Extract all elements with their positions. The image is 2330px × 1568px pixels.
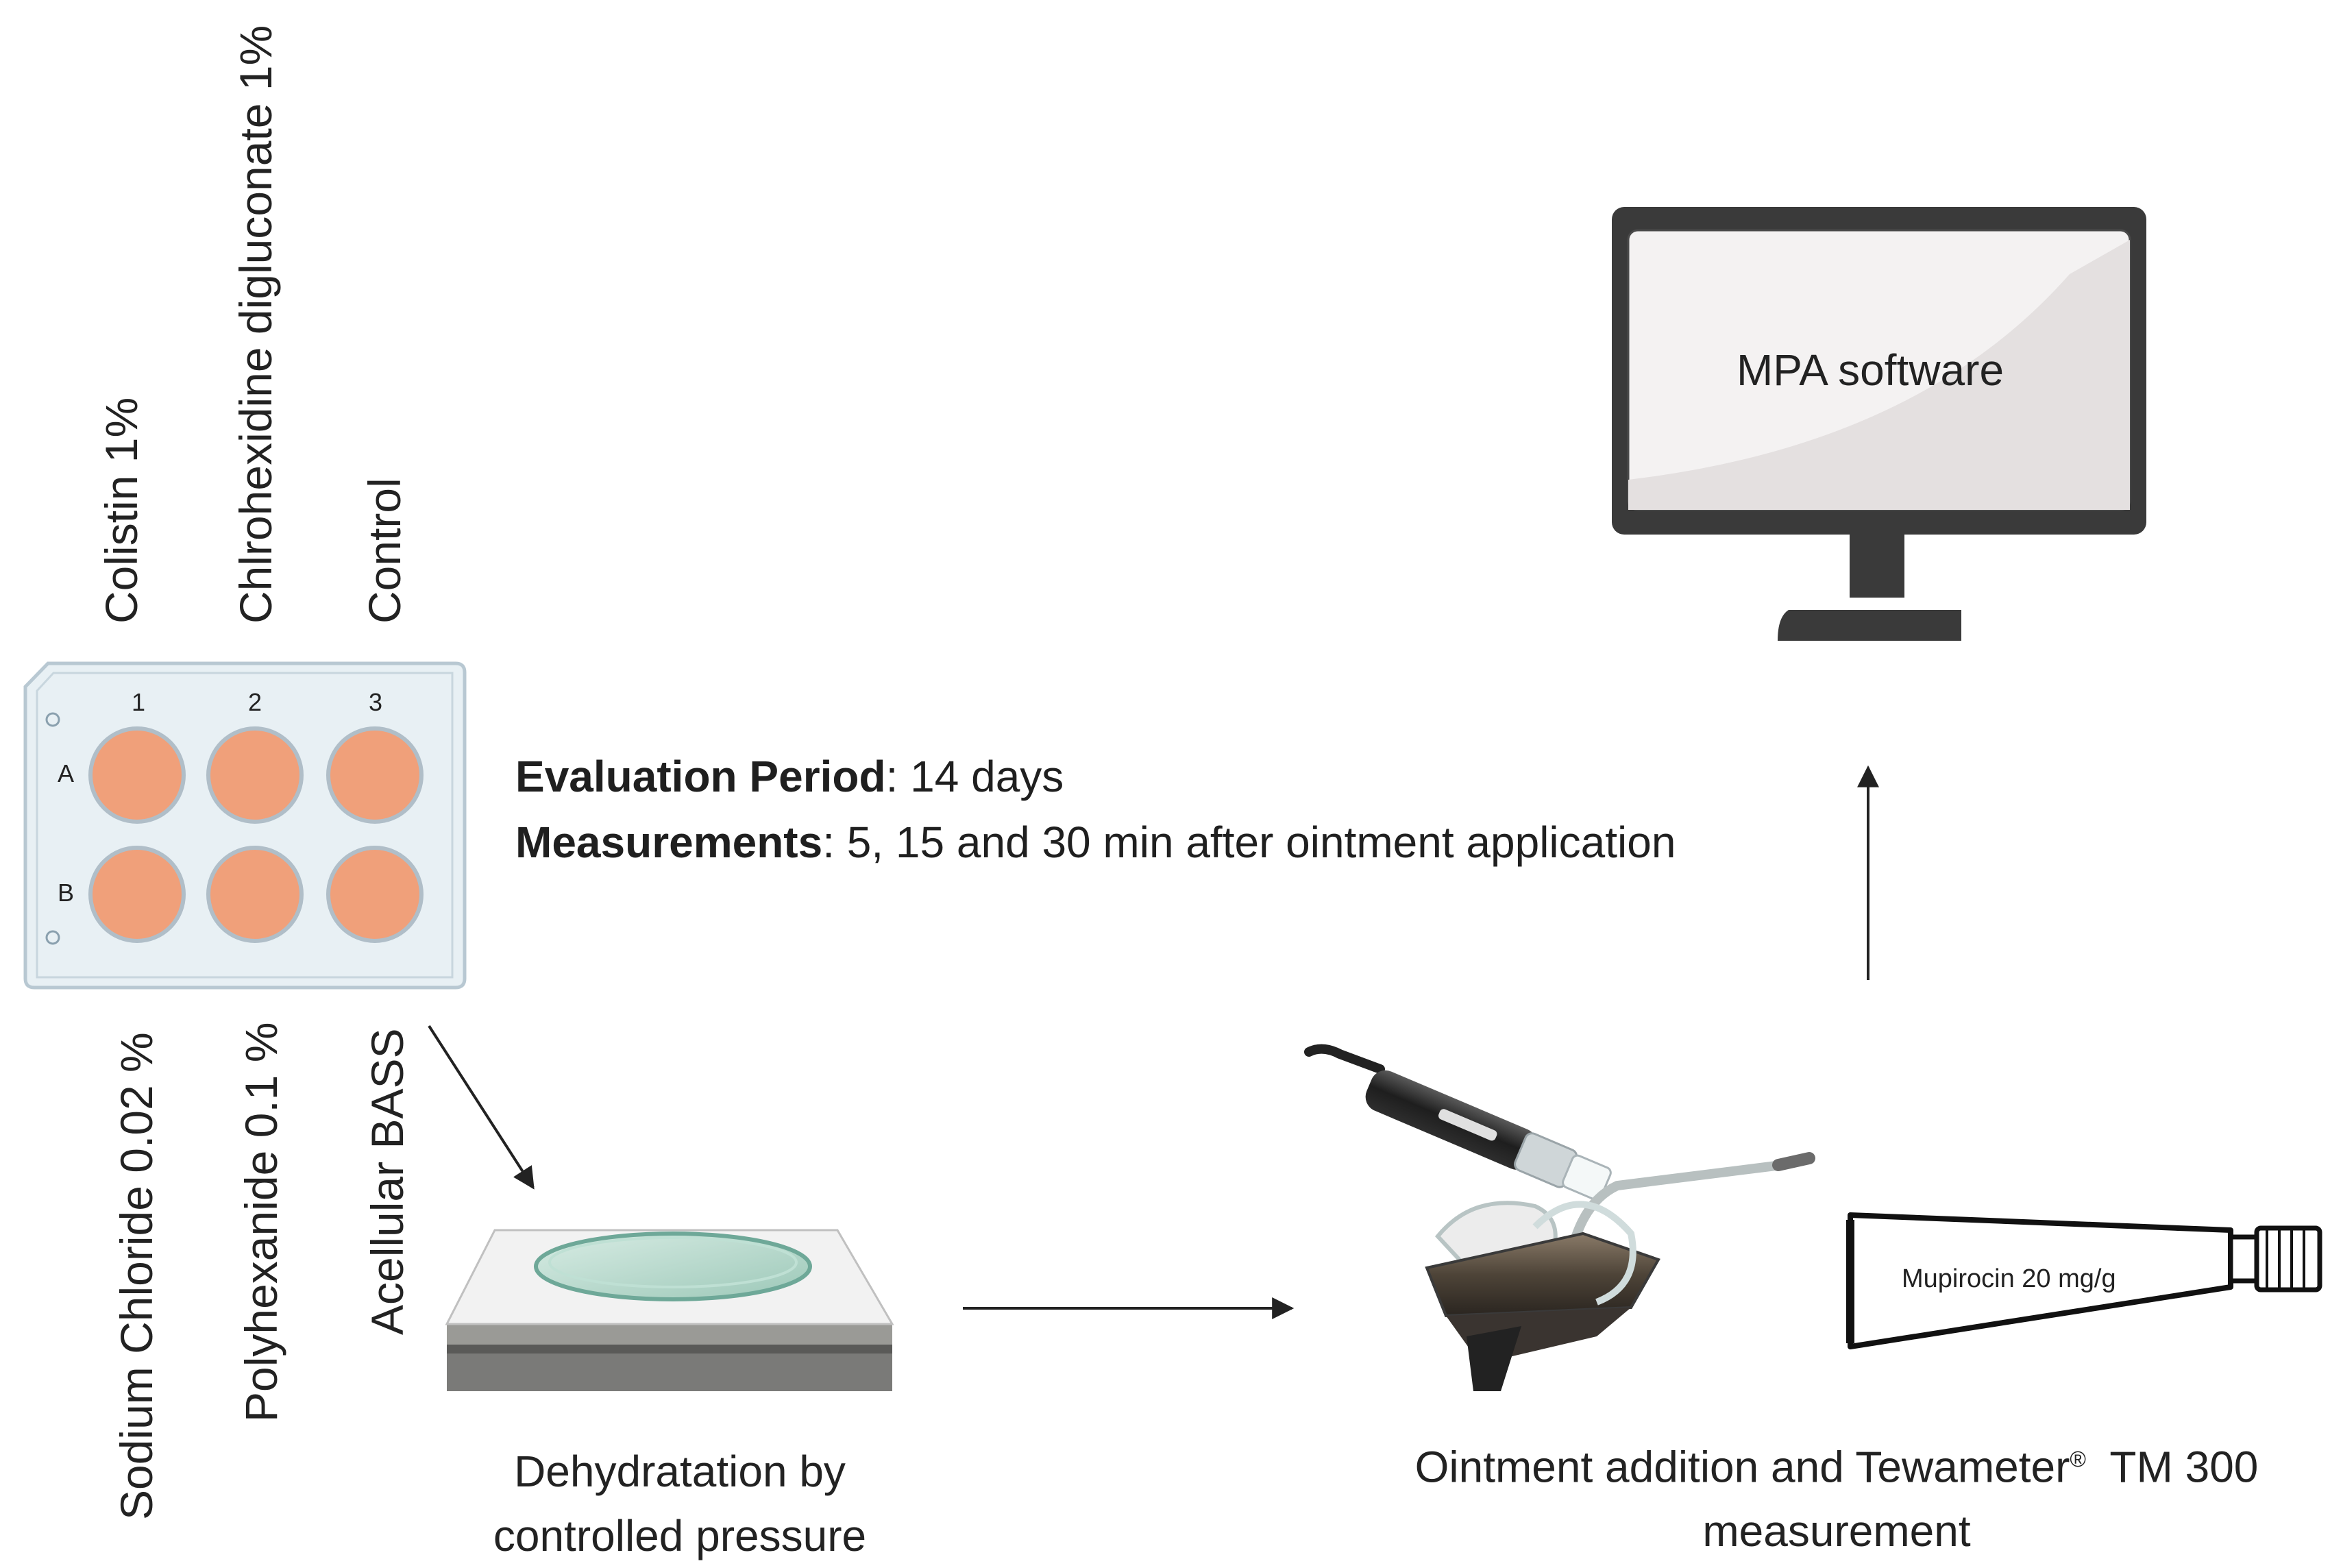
plate-hole-bottom xyxy=(45,930,60,945)
plate-hole-top xyxy=(45,712,60,727)
well-b1 xyxy=(88,846,186,943)
tewameter-model: TM 300 xyxy=(2086,1442,2259,1492)
label-chlorhexidine: Chlrohexidine digluconate 1% xyxy=(230,25,281,624)
well-b3 xyxy=(326,846,424,943)
column-label-2: 2 xyxy=(248,688,262,716)
tewameter-caption-line1: Ointment addition and Tewameter® TM 300 xyxy=(1350,1427,2323,1499)
dehydration-caption-line2: controlled pressure xyxy=(493,1511,867,1560)
arrow-plate-to-press xyxy=(428,1025,535,1190)
study-parameters: Evaluation Period: 14 days Measurements:… xyxy=(515,744,1676,875)
registered-mark: ® xyxy=(2070,1447,2086,1471)
measurements-value: : 5, 15 and 30 min after ointment applic… xyxy=(822,818,1676,867)
well-a1 xyxy=(88,726,186,824)
ointment-tube-image: Mupirocin 20 mg/g xyxy=(1846,1212,2322,1349)
wells xyxy=(88,726,424,943)
label-sodium-chloride: Sodium Chloride 0.02 % xyxy=(111,1032,162,1520)
tewameter-caption-text: Ointment addition and Tewameter xyxy=(1414,1442,2070,1492)
monitor-image: MPA software xyxy=(1612,207,2146,641)
tewameter-probe-image xyxy=(1304,1044,1612,1201)
dehydration-caption-line1: Dehydratation by xyxy=(514,1447,846,1496)
dehydration-caption: Dehydratation by controlled pressure xyxy=(413,1439,947,1568)
pressure-press-image xyxy=(445,1229,894,1391)
label-acellular-bass: Acellular BASS xyxy=(362,1028,413,1335)
label-control: Control xyxy=(359,478,410,624)
evaluation-period-value: : 14 days xyxy=(885,752,1064,801)
tewameter-caption: Ointment addition and Tewameter® TM 300 … xyxy=(1350,1427,2323,1563)
row-label-b: B xyxy=(58,879,74,907)
label-colistin: Colistin 1% xyxy=(96,397,147,624)
label-polyhexanide: Polyhexanide 0.1 % xyxy=(236,1022,286,1422)
monitor-screen-text: MPA software xyxy=(1737,345,2004,395)
column-label-1: 1 xyxy=(132,688,145,716)
well-b2 xyxy=(206,846,304,943)
measurements-line: Measurements: 5, 15 and 30 min after oin… xyxy=(515,809,1676,875)
well-a2 xyxy=(206,726,304,824)
evaluation-period-label: Evaluation Period xyxy=(515,752,886,801)
measurements-label: Measurements xyxy=(515,818,823,867)
row-label-a: A xyxy=(58,759,74,787)
tewameter-clip-image xyxy=(1425,1152,1815,1391)
tube-label: Mupirocin 20 mg/g xyxy=(1902,1264,2116,1293)
well-plate: 1 2 3 A B xyxy=(23,661,467,990)
glass-dish xyxy=(534,1232,812,1301)
column-label-3: 3 xyxy=(369,688,382,716)
well-a3 xyxy=(326,726,424,824)
evaluation-period-line: Evaluation Period: 14 days xyxy=(515,744,1676,809)
tewameter-caption-line2: measurement xyxy=(1702,1506,1971,1556)
